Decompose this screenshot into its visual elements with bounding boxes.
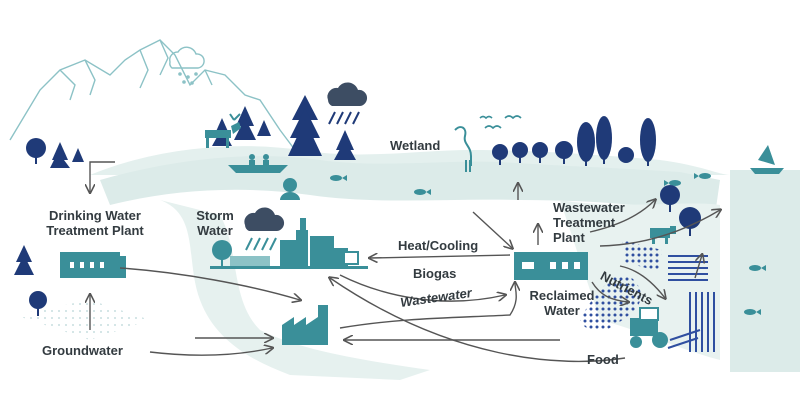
arrow-food [330, 278, 626, 363]
crop-fields [580, 240, 715, 352]
label-wwtp-line1: Wastewater [553, 200, 625, 215]
heron-icon [454, 126, 472, 172]
arrow-fields-up [694, 255, 702, 279]
mountains [9, 39, 296, 151]
arrow-wwtp-to-trees [589, 200, 655, 233]
arrow-to-drinking-plant [90, 161, 115, 192]
arrow-reclaimed-fields [591, 281, 628, 302]
label-reclaimed-line1: Reclaimed [529, 288, 595, 303]
canoe-icon [228, 154, 288, 173]
label-heat-cooling: Heat/Cooling [398, 238, 479, 253]
birds-icon [479, 115, 522, 130]
moose-icon [205, 113, 241, 148]
label-reclaimed-line2: Water [544, 303, 580, 318]
trees-right [660, 185, 701, 236]
arrow-heat-cooling [370, 255, 511, 258]
label-wwtp-line2: Treatment [553, 215, 616, 230]
label-storm-water: Storm Water [190, 208, 240, 238]
label-wetland: Wetland [390, 138, 441, 153]
trees-wetland [492, 116, 656, 166]
sailboat-icon [750, 145, 784, 174]
arrow-nutrients [619, 265, 665, 298]
label-drinking-line1: Drinking Water [49, 208, 141, 223]
landscape-background [15, 146, 800, 380]
drinking-water-plant-icon [60, 252, 126, 278]
label-storm-line2: Water [197, 223, 233, 238]
arrow-ground-to-factory-2 [149, 348, 272, 356]
arrow-factory-to-wwtp [339, 283, 516, 329]
snow-cloud-icon [169, 46, 205, 85]
trees-left [14, 95, 356, 316]
label-storm-line1: Storm [196, 208, 234, 223]
arrow-wastewater [339, 274, 505, 302]
label-wwtp-line3: Plant [553, 230, 585, 245]
city-icon [210, 218, 368, 269]
label-wastewater-plant: Wastewater Treatment Plant [553, 200, 625, 245]
label-groundwater: Groundwater [42, 343, 123, 358]
fish-icons [330, 173, 766, 315]
rain-cloud-icon [327, 82, 368, 125]
factory-icon [282, 305, 328, 345]
label-biogas: Biogas [413, 266, 457, 281]
swimmer-icon [280, 178, 300, 200]
label-drinking-line2: Treatment Plant [46, 223, 144, 238]
wastewater-plant-icon [514, 252, 588, 280]
storm-cloud-icon [244, 207, 285, 251]
arrow-wetland-to-wwtp [472, 211, 512, 248]
arrow-drinking-to-factory [119, 267, 300, 300]
label-drinking-water-plant: Drinking Water Treatment Plant [25, 208, 165, 238]
label-food: Food [587, 352, 619, 367]
tractor-icon [630, 307, 668, 348]
arrow-wwtp-to-lake [599, 210, 720, 247]
label-reclaimed-water: Reclaimed Water [527, 288, 597, 318]
flow-arrows [90, 161, 720, 363]
